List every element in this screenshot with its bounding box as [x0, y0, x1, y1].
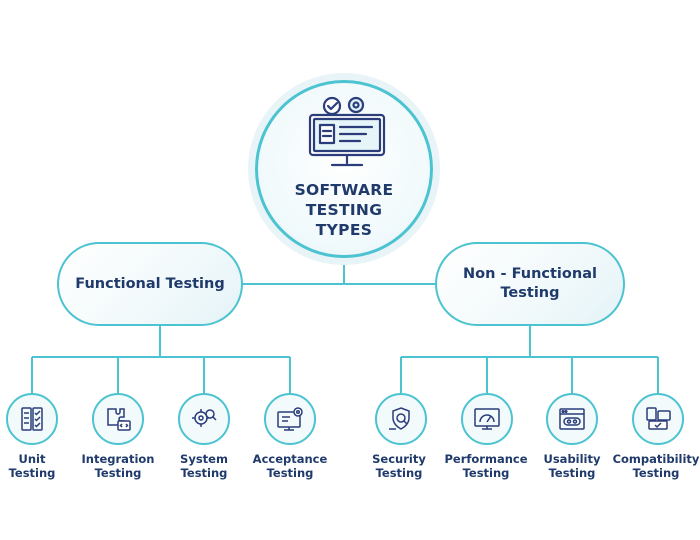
performance-testing-node [461, 393, 513, 445]
unit-testing-node [6, 393, 58, 445]
shield-magnifier-icon [389, 407, 410, 430]
security-testing-node [375, 393, 427, 445]
leaf-label: Security Testing [372, 452, 426, 480]
devices-check-icon [646, 407, 671, 430]
monitor-gear-icon [277, 407, 303, 431]
gear-magnifier-icon [192, 409, 217, 427]
leaf-label: Unit Testing [8, 452, 56, 480]
compatibility-testing-node [632, 393, 684, 445]
computer-monitor-gear-icon [308, 96, 386, 167]
leaf-label: Integration Testing [81, 452, 155, 480]
leaf-label: Usability Testing [543, 452, 601, 480]
system-testing-node [178, 393, 230, 445]
functional-testing-node: Functional Testing [57, 242, 243, 326]
integration-testing-node [92, 393, 144, 445]
non-functional-testing-node: Non - Functional Testing [435, 242, 625, 326]
speedometer-monitor-icon [474, 408, 500, 430]
usability-testing-node [546, 393, 598, 445]
leaf-label: Compatibility Testing [612, 452, 700, 480]
acceptance-testing-node [264, 393, 316, 445]
browser-window-icon [559, 408, 585, 430]
hub-title: SOFTWARE TESTING TYPES [294, 181, 394, 239]
leaf-label: Performance Testing [444, 452, 528, 480]
branch-label: Functional Testing [75, 275, 225, 292]
puzzle-code-icon [107, 408, 131, 431]
leaf-label: Acceptance Testing [252, 452, 328, 480]
branch-label: Non - Functional Testing [463, 266, 597, 301]
leaf-label: System Testing [180, 452, 228, 480]
server-rack-checklist-icon [21, 407, 43, 431]
hub-circle: SOFTWARE TESTING TYPES [255, 80, 433, 258]
